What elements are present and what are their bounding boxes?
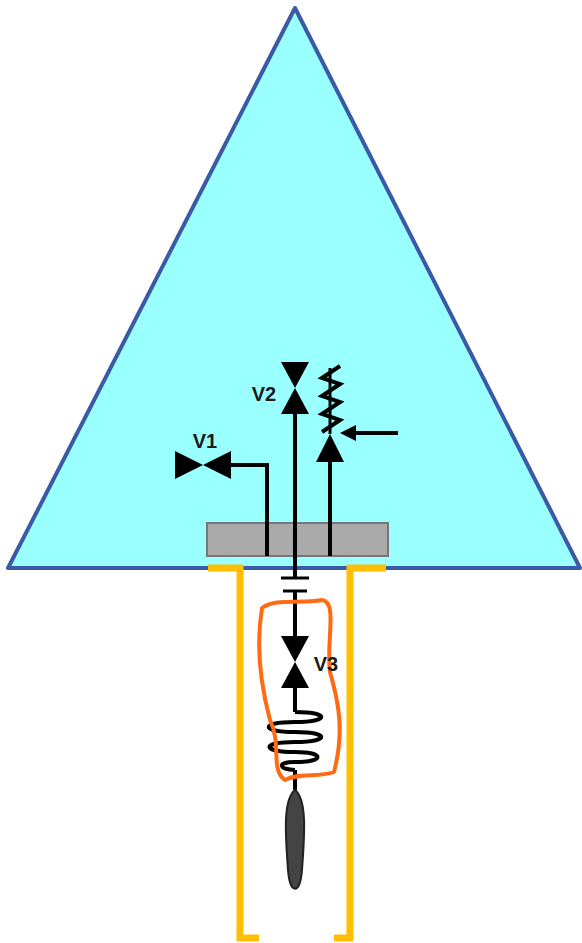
relief-valve-symbol: [316, 366, 398, 462]
vessel-triangle: [8, 8, 580, 568]
valve-v2-symbol: [281, 362, 309, 414]
valve-v3-symbol: [281, 636, 309, 688]
valve-v1-symbol: [175, 451, 231, 479]
coupling-symbol: [281, 578, 309, 591]
valve-label: V1: [193, 431, 217, 451]
valve-label: V3: [314, 654, 338, 674]
probe: [286, 790, 304, 889]
housing-bracket: [208, 568, 386, 938]
flange-plate: [207, 523, 388, 556]
valve-label: V2: [252, 384, 276, 404]
orange-enclosure: [259, 600, 340, 780]
